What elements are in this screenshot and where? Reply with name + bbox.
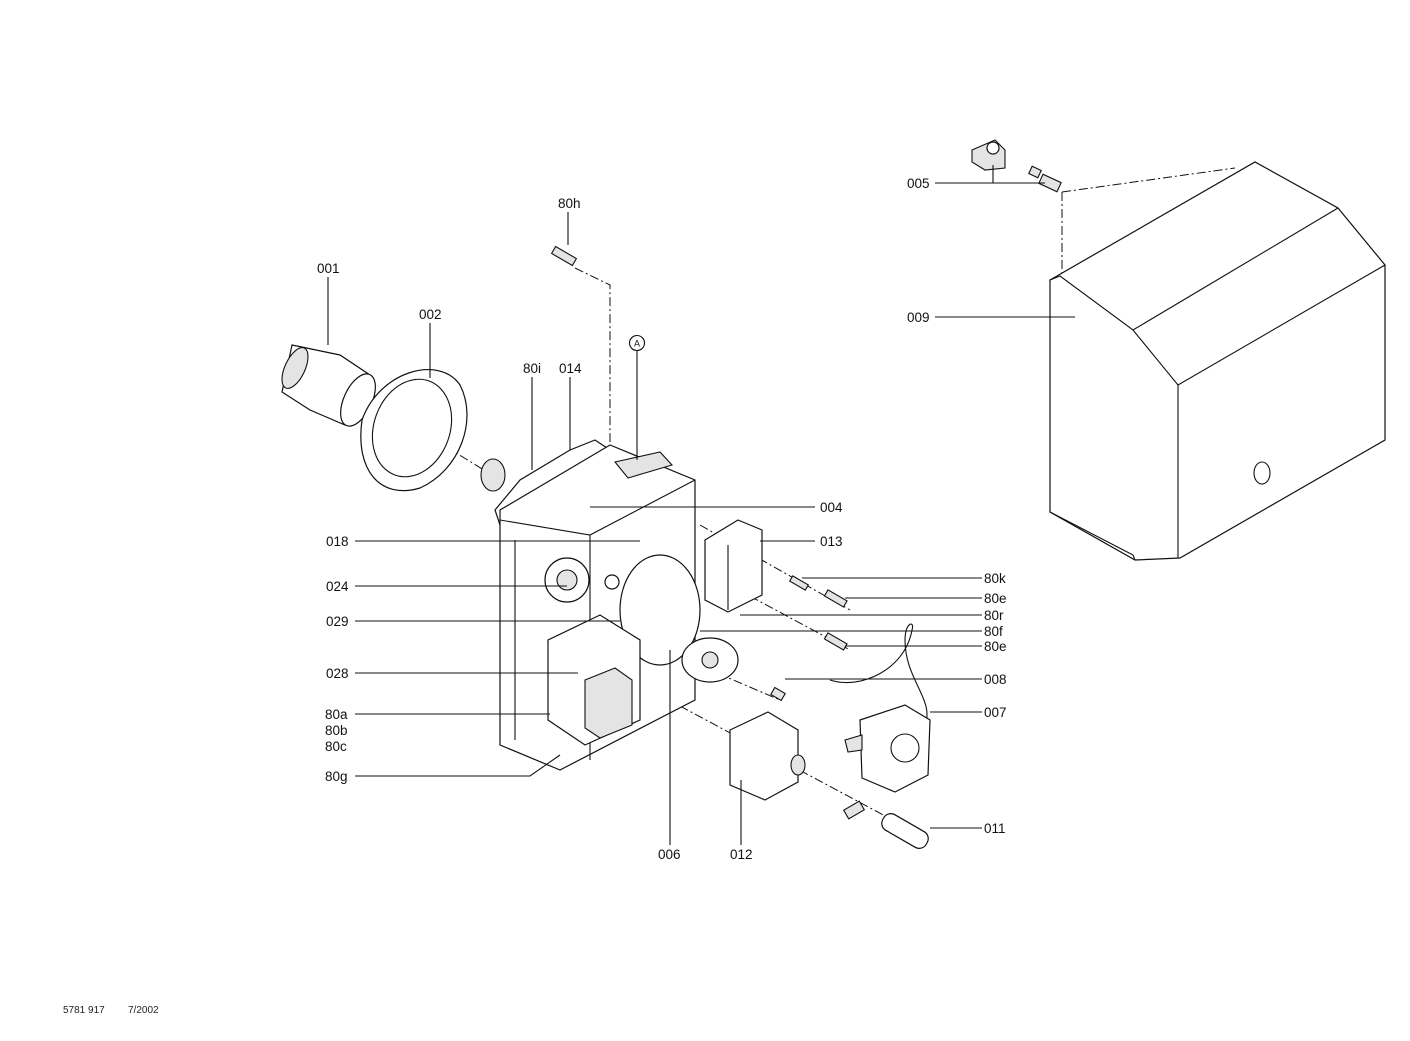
part-005-bracket xyxy=(971,139,1062,193)
label-80e-2: 80e xyxy=(984,639,1007,654)
label-005: 005 xyxy=(907,176,930,191)
label-80b: 80b xyxy=(325,723,348,738)
label-80e-1: 80e xyxy=(984,591,1007,606)
label-012: 012 xyxy=(730,847,753,862)
label-008: 008 xyxy=(984,672,1007,687)
label-80k: 80k xyxy=(984,571,1006,586)
document-number: 5781 917 xyxy=(63,1005,105,1016)
label-011: 011 xyxy=(984,821,1006,836)
label-014: 014 xyxy=(559,361,582,376)
part-007-oil-pump xyxy=(829,623,931,793)
label-002: 002 xyxy=(419,307,442,322)
label-a-circle xyxy=(628,334,646,352)
document-date: 7/2002 xyxy=(128,1005,159,1016)
part-011-filter xyxy=(842,800,929,849)
label-018: 018 xyxy=(326,534,349,549)
label-013: 013 xyxy=(820,534,843,549)
part-009-cover-hood xyxy=(1049,161,1386,561)
label-029: 029 xyxy=(326,614,349,629)
label-80g: 80g xyxy=(325,769,348,784)
label-004: 004 xyxy=(820,500,843,515)
label-80h: 80h xyxy=(558,196,581,211)
part-013-switch xyxy=(704,519,763,613)
label-80a: 80a xyxy=(325,707,348,722)
label-80i: 80i xyxy=(523,361,541,376)
label-80r: 80r xyxy=(984,608,1004,623)
label-028: 028 xyxy=(326,666,349,681)
part-002-gasket xyxy=(360,369,468,492)
label-024: 024 xyxy=(326,579,349,594)
label-80f: 80f xyxy=(984,624,1003,639)
part-labels: 80h 001 002 80i 014 A 004 018 013 024 80… xyxy=(317,176,1007,862)
leader-lines xyxy=(327,165,1075,845)
part-028-component-box xyxy=(547,614,641,746)
label-007: 007 xyxy=(984,705,1007,720)
screws xyxy=(550,245,848,702)
label-001: 001 xyxy=(317,261,340,276)
label-80c: 80c xyxy=(325,739,347,754)
label-006: 006 xyxy=(658,847,681,862)
label-009: 009 xyxy=(907,310,930,325)
part-012-control-box xyxy=(729,711,806,801)
label-a: A xyxy=(634,339,640,349)
